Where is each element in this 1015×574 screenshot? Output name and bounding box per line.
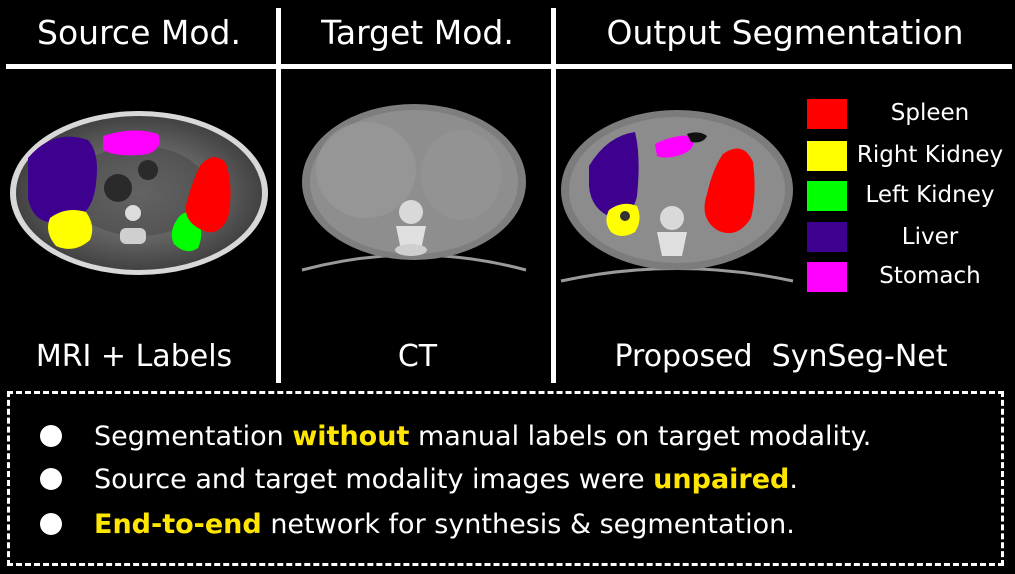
stomach-segment	[103, 130, 160, 156]
legend-swatch-left-kidney	[807, 181, 847, 211]
liver-segment	[28, 136, 97, 224]
legend-swatch-spleen	[807, 99, 847, 129]
bullet-text-post: .	[789, 463, 798, 495]
column-divider-1	[276, 8, 281, 383]
bullet-text-pre: Source and target modality images were	[94, 463, 654, 495]
bullet-dot-icon	[40, 513, 62, 535]
legend-swatch-right-kidney	[807, 141, 847, 171]
legend-label-left-kidney: Left Kidney	[865, 182, 995, 208]
legend-label-stomach: Stomach	[879, 263, 981, 289]
spleen-segment	[704, 148, 755, 234]
caption-output: Proposed SynSeg-Net	[614, 338, 948, 374]
spleen-segment	[185, 157, 231, 233]
bullet-highlight: End-to-end	[94, 508, 262, 540]
header-target-modality: Target Mod.	[321, 12, 514, 52]
mri-scan-image	[10, 111, 268, 275]
legend-label-spleen: Spleen	[890, 100, 970, 126]
column-divider-2	[551, 8, 556, 383]
legend-label-liver: Liver	[901, 224, 959, 250]
bullet-text-post: manual labels on target modality.	[409, 420, 872, 452]
bullet-item-3: End-to-end network for synthesis & segme…	[40, 504, 795, 544]
header-divider	[6, 64, 1012, 69]
legend-swatch-liver	[807, 222, 847, 252]
bullet-text-pre: Segmentation	[94, 420, 293, 452]
bullet-text-post: network for synthesis & segmentation.	[261, 508, 795, 540]
caption-source: MRI + Labels	[35, 338, 233, 374]
legend-swatch-stomach	[807, 262, 847, 292]
output-segmentation-image	[560, 110, 794, 283]
liver-segment	[589, 132, 639, 218]
caption-target: CT	[397, 338, 438, 374]
bullet-highlight: without	[292, 420, 410, 452]
summary-box: Segmentation without manual labels on ta…	[7, 391, 1004, 566]
header-source-modality: Source Mod.	[37, 12, 241, 52]
bullet-dot-icon	[40, 425, 62, 447]
bullet-item-1: Segmentation without manual labels on ta…	[40, 416, 871, 456]
header-output-segmentation: Output Segmentation	[606, 12, 964, 52]
ct-scan-image	[301, 104, 527, 272]
bullet-item-2: Source and target modality images were u…	[40, 459, 798, 499]
bullet-dot-icon	[40, 468, 62, 490]
legend-label-right-kidney: Right Kidney	[856, 142, 1004, 168]
stomach-segment	[655, 135, 694, 158]
bullet-highlight: unpaired	[653, 463, 790, 495]
right-kidney-segment	[48, 210, 93, 249]
